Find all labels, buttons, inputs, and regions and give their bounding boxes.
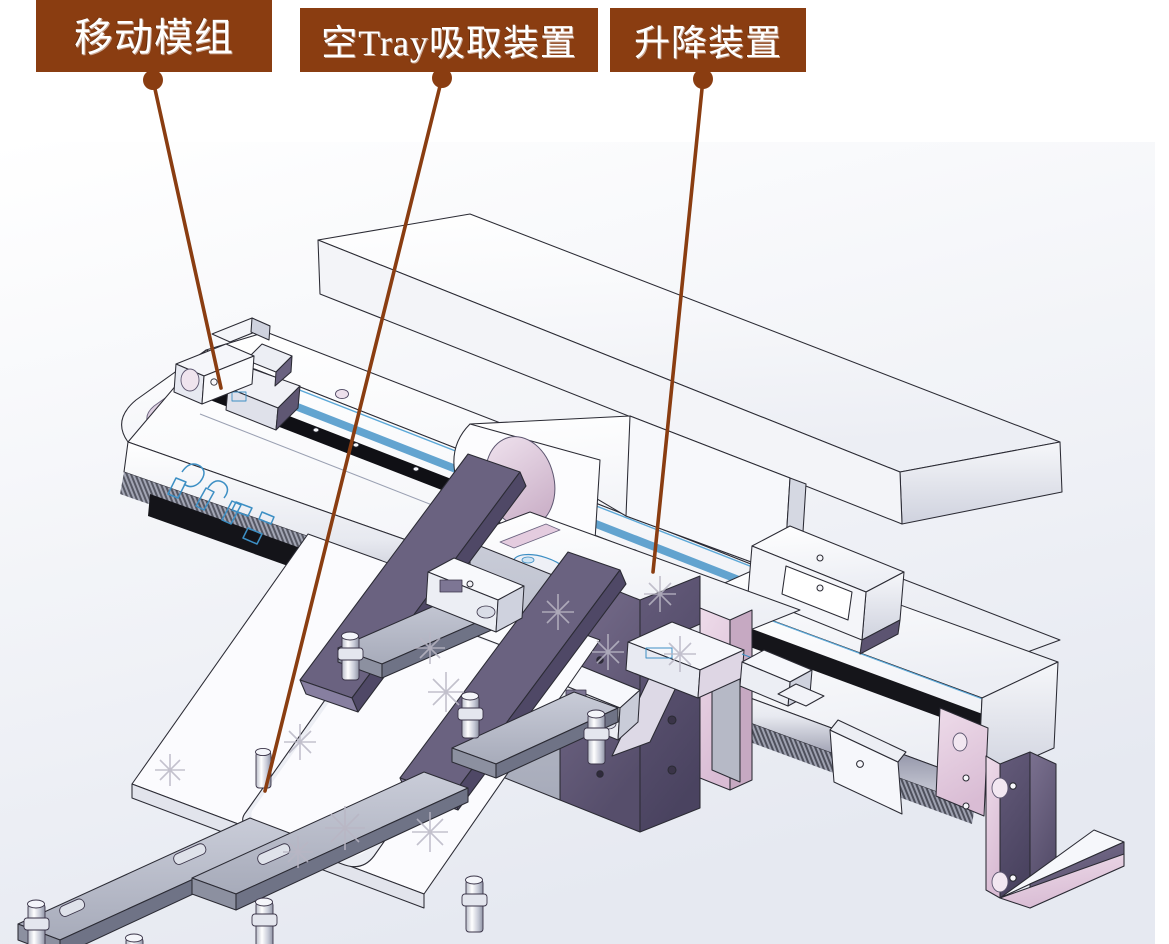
rail-lower-dust-strip: [704, 612, 988, 734]
suction-cup-marker: [283, 836, 313, 868]
callout-label: 空Tray吸取装置: [321, 23, 577, 63]
suction-cup-marker: [325, 806, 365, 850]
tray-right-cross-rail: [451, 691, 619, 779]
callout-label: 升降装置: [633, 23, 782, 63]
suction-cup-marker: [412, 812, 448, 852]
rail-lower-end-plate: [935, 707, 989, 817]
rail-brand-plate: [167, 463, 275, 545]
guide-pin: [251, 897, 278, 944]
tray-bottom-cross-rail: [191, 771, 469, 911]
callout-lift-device[interactable]: 升降装置: [610, 8, 806, 72]
suction-cup-marker: [664, 636, 696, 672]
lift-right-accessory-blocks: [739, 649, 825, 707]
end-support-bracket: [985, 751, 1125, 909]
guide-pin: [255, 747, 272, 789]
guide-pin: [337, 631, 364, 681]
guide-pin: [23, 899, 50, 944]
suction-cup-marker: [542, 594, 574, 630]
cad-render: [0, 142, 1155, 944]
sensor-valve-block: [425, 557, 525, 633]
callout-moving-module[interactable]: 移动模组: [36, 0, 272, 72]
callout-label: 移动模组: [73, 17, 234, 60]
rail-lower-carriage: [829, 719, 907, 815]
guide-pin: [457, 691, 484, 739]
guide-pin: [125, 933, 144, 944]
guide-pin: [583, 709, 610, 765]
lift-slide-carriage: [625, 621, 745, 699]
rail-lower-upper-block: [747, 525, 905, 655]
callout-empty-tray-suction[interactable]: 空Tray吸取装置: [300, 8, 598, 72]
suction-cup-markers: [155, 576, 696, 868]
suction-cup-marker: [644, 576, 676, 612]
cad-viewport: [0, 142, 1155, 944]
suction-cup-marker: [155, 754, 185, 786]
guide-pin: [461, 875, 488, 933]
suction-cup-marker: [592, 634, 624, 670]
linear-actuator-rail-lower: [690, 525, 1125, 909]
